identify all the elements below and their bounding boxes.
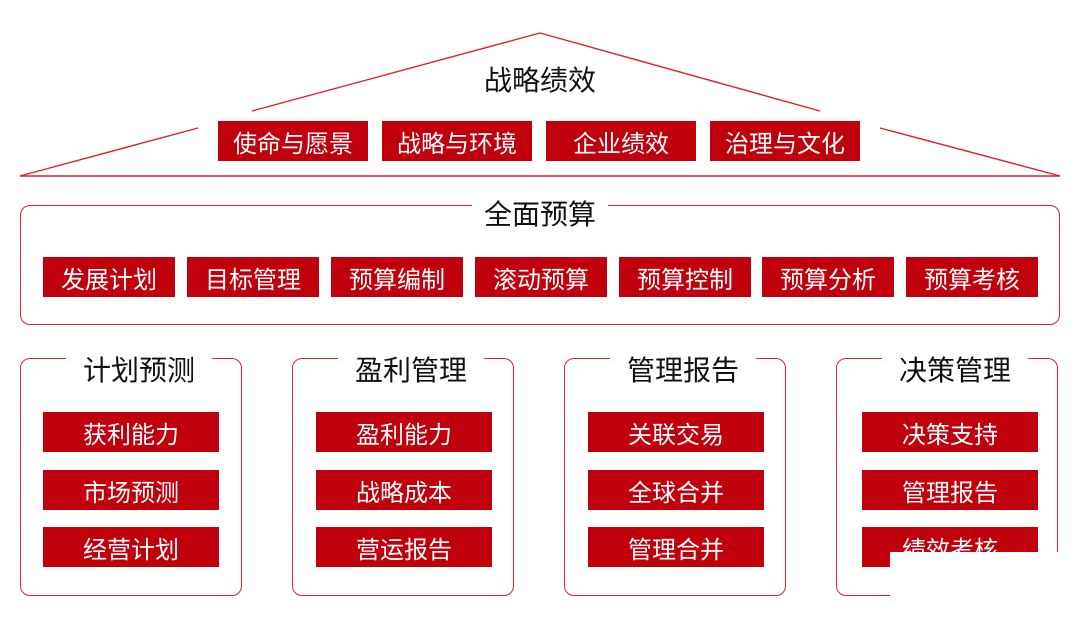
corner-overlay [890,552,1080,632]
column-title: 计划预测 [66,353,212,389]
budget-item: 预算分析 [762,257,894,297]
column-item: 战略成本 [316,470,492,510]
column-title: 决策管理 [882,353,1028,389]
column-item: 盈利能力 [316,412,492,452]
column-item: 经营计划 [43,527,219,567]
strategy-item: 战略与环境 [382,121,532,161]
column-item: 决策支持 [862,412,1038,452]
strategy-title: 战略绩效 [472,63,608,99]
budget-item: 发展计划 [43,257,175,297]
column-item: 市场预测 [43,470,219,510]
budget-item: 目标管理 [187,257,319,297]
column-title: 管理报告 [610,353,756,389]
budget-item: 预算考核 [906,257,1038,297]
column-item: 管理报告 [862,470,1038,510]
column-item: 获利能力 [43,412,219,452]
budget-item: 滚动预算 [475,257,607,297]
budget-item: 预算编制 [331,257,463,297]
strategy-item: 使命与愿景 [218,121,368,161]
column-item: 关联交易 [588,412,764,452]
budget-title: 全面预算 [472,197,608,233]
strategy-item: 企业绩效 [546,121,696,161]
column-title: 盈利管理 [338,353,484,389]
budget-item: 预算控制 [619,257,751,297]
column-item: 全球合并 [588,470,764,510]
column-item: 营运报告 [316,527,492,567]
strategy-item: 治理与文化 [710,121,860,161]
column-item: 管理合并 [588,527,764,567]
